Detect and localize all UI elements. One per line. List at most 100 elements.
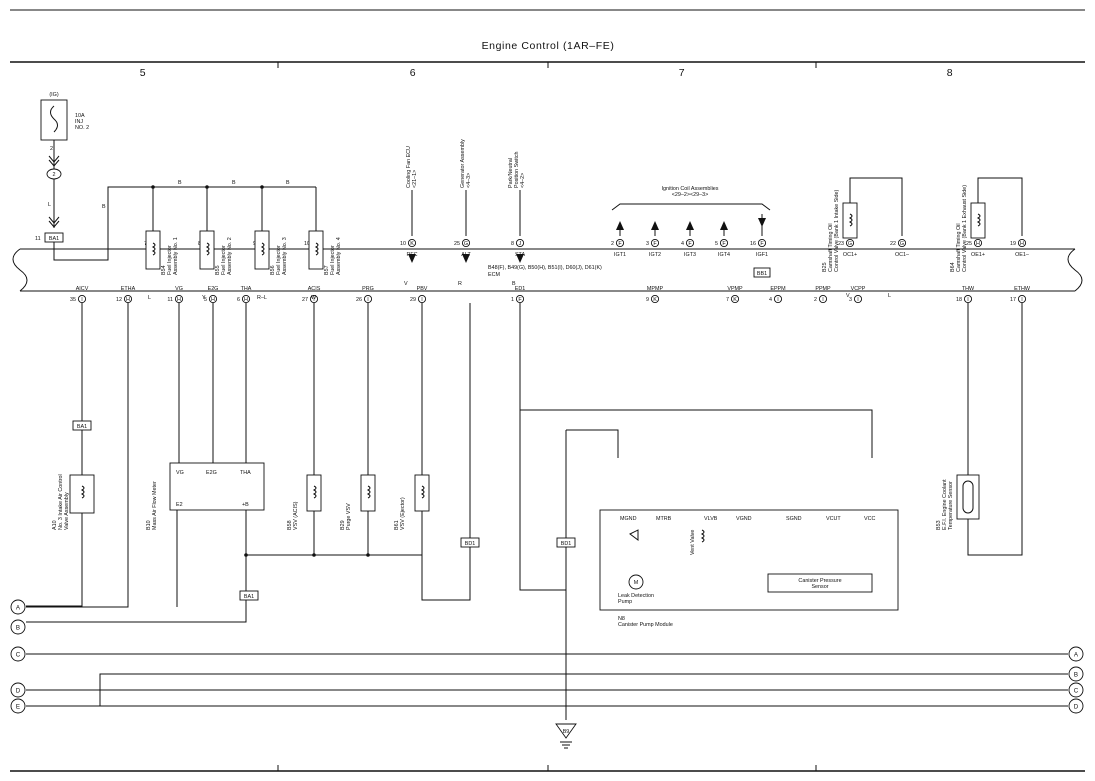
- vent-coil-icon: [700, 529, 705, 543]
- ecm-upper-pin-number: 16: [750, 241, 756, 247]
- ecm-lower-pin-connector: H: [126, 297, 130, 303]
- a10-code: A10: [52, 520, 58, 530]
- ignition-bracket: [611, 203, 771, 211]
- arrow-icons: [616, 218, 766, 230]
- ecm-lower-pin-name: MPMP: [647, 286, 664, 292]
- ecm-lower-pin-connector: I: [1021, 297, 1023, 303]
- injector-coil-box: [145, 230, 161, 270]
- diode-icon: [629, 529, 639, 541]
- ecm-lower-pin-connector: I: [367, 297, 369, 303]
- ecm-lower-pin-number: 5: [204, 297, 207, 303]
- ecm-lower-pin-number: 1: [511, 297, 514, 303]
- junction-label: D: [16, 688, 21, 695]
- splice-dots: [244, 553, 370, 557]
- connector-bb1-label: BB1: [757, 271, 767, 277]
- junction-marker-left: [10, 599, 26, 615]
- n8-module-box: [599, 509, 899, 611]
- pressure-sensor-label: Canister Pressure: [798, 578, 841, 584]
- ecm-label: ECM: [488, 272, 500, 278]
- ecm-upper-pin-marker: [515, 238, 525, 248]
- ecm-upper-pin-connector: F: [722, 241, 726, 247]
- ecm-upper-pin-number: 25: [454, 241, 460, 247]
- connector-bd1-label: BD1: [465, 541, 476, 547]
- b64-coil-box: [970, 202, 986, 239]
- ecm-upper-pin-marker: [461, 238, 471, 248]
- pressure-sensor-label2: Sensor: [811, 584, 828, 590]
- generator-ref: <4–3>: [466, 173, 472, 188]
- b10-meter-box: [169, 462, 265, 511]
- wire-color-label: L: [48, 202, 51, 208]
- junction-connector: [46, 168, 62, 180]
- coil-icon: [80, 485, 85, 499]
- cooling-fan-label: Cooling Fan ECU: [406, 146, 412, 188]
- module-pin-label: VCUT: [826, 516, 841, 522]
- generator-label: Generator Assembly: [460, 139, 466, 188]
- injector-code: B57: [324, 265, 330, 275]
- ecm-lower-pin-marker: [123, 294, 133, 304]
- ecm-upper-pin-number: 10: [400, 241, 406, 247]
- ecm-lower-pin-number: 17: [1010, 297, 1016, 303]
- ecm-upper-pin-marker: [685, 238, 695, 248]
- ground-wires: [519, 303, 873, 720]
- junction-marker-right: [1068, 698, 1084, 714]
- ecm-upper-pin-number: 25: [966, 241, 972, 247]
- ecm-lower-pin-marker: [77, 294, 87, 304]
- wire-color-label: R: [458, 281, 462, 287]
- injector-name-sub: Assembly No. 3: [282, 237, 288, 275]
- module-pin-label: MGND: [620, 516, 637, 522]
- ecm-lower-pin-number: 3: [849, 297, 852, 303]
- cooling-fan-ref: <21–1>: [412, 170, 418, 188]
- ecm-lower-pin-marker: [773, 294, 783, 304]
- injector-wire-color: R–L: [257, 295, 267, 301]
- junction-label: C: [16, 652, 21, 659]
- connector-arrow-icon: [48, 155, 60, 167]
- module-pin-label: VGND: [736, 516, 752, 522]
- ecm-lower-pin-marker: [730, 294, 740, 304]
- motor-icon: [628, 574, 644, 590]
- b10-code: B10: [146, 520, 152, 530]
- fuse-box: [40, 99, 68, 141]
- b25-name2: Control Valve (Bank 1 Intake Side): [834, 189, 840, 272]
- injector-name: Fuel Injector: [221, 245, 227, 275]
- ecm-lower-pin-number: 26: [356, 297, 362, 303]
- ecm-lower-pin-name: ETHA: [121, 286, 136, 292]
- wire-color-label: B: [512, 281, 516, 287]
- ecm-upper-pin-number: 8: [511, 241, 514, 247]
- ecm-upper-pin-connector: K: [410, 241, 414, 247]
- coil-icon: [314, 242, 319, 256]
- wire-color-label: B: [286, 180, 290, 186]
- ecm-lower-pin-marker: [650, 294, 660, 304]
- ecm-upper-pin-number: 2: [611, 241, 614, 247]
- ecm-upper-pin-name: IGT3: [684, 252, 696, 258]
- ecm-lower-pin-name: EPPM: [770, 286, 786, 292]
- fuse-pin: 2: [50, 146, 53, 152]
- ecm-lower-pin-connector: I: [777, 297, 779, 303]
- ecm-lower-pin-marker: [515, 294, 525, 304]
- injector-code: B56: [270, 265, 276, 275]
- ecm-lower-pin-marker: [417, 294, 427, 304]
- fuse-icon: [50, 105, 58, 133]
- module-pin-label: VCC: [864, 516, 875, 522]
- ecm-lower-pin-name: ED1: [515, 286, 526, 292]
- ecm-upper-pin-connector: F: [760, 241, 764, 247]
- b53-name: E.F.I. Engine Coolant: [942, 479, 948, 530]
- junction-marker-right: [1068, 646, 1084, 662]
- b29-code: B29: [340, 520, 346, 530]
- leak-pump-label: Leak Detection: [618, 593, 654, 599]
- b25-coil-box: [842, 202, 858, 239]
- ecm-upper-pin-number: 19: [1010, 241, 1016, 247]
- b61-name: VSV (Ejector): [400, 497, 406, 530]
- park-neutral-label: Park/Neutral: [508, 158, 514, 188]
- injector-name: Fuel Injector: [330, 245, 336, 275]
- ecm-lower-pin-number: 6: [237, 297, 240, 303]
- ecm-upper-pin-marker: [973, 238, 983, 248]
- b53-code: B53: [936, 520, 942, 530]
- column-number-7: 7: [679, 67, 685, 79]
- ecm-lower-pin-marker: [818, 294, 828, 304]
- injector-wire-color: L: [148, 295, 151, 301]
- junction-label: A: [1074, 652, 1079, 659]
- b10-name: Mass Air Flow Meter: [152, 481, 158, 530]
- b29-coil-box: [360, 474, 376, 512]
